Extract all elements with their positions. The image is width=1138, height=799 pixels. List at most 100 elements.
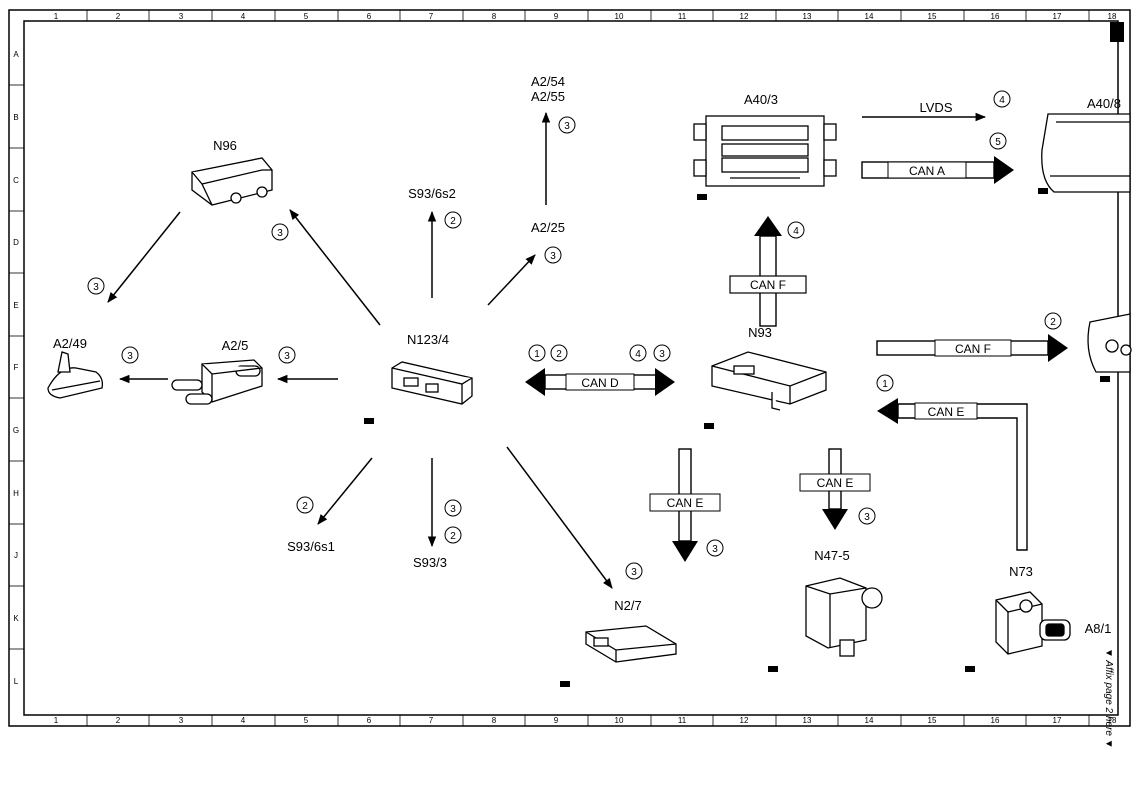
svg-text:3: 3 <box>712 544 718 555</box>
instrument-cluster-icon <box>1087 313 1132 373</box>
svg-text:12: 12 <box>740 716 749 725</box>
svg-text:D: D <box>13 238 19 247</box>
column-labels: 1 2 3 4 5 6 7 8 9 10 11 12 13 14 15 16 1… <box>54 12 1117 725</box>
svg-text:12: 12 <box>740 12 749 21</box>
svg-text:3: 3 <box>284 351 290 362</box>
svg-text:3: 3 <box>550 251 556 262</box>
label-a2-25: A2/25 <box>531 220 565 235</box>
svg-text:16: 16 <box>991 716 1000 725</box>
svg-text:13: 13 <box>803 716 812 725</box>
label-a8-1: A8/1 <box>1085 621 1112 636</box>
svg-text:3: 3 <box>93 282 99 293</box>
svg-text:1: 1 <box>54 716 59 725</box>
svg-text:G: G <box>13 426 19 435</box>
circled-markers <box>87 90 1062 580</box>
svg-text:15: 15 <box>928 12 937 21</box>
svg-text:11: 11 <box>678 12 687 21</box>
svg-text:13: 13 <box>803 12 812 21</box>
bus-label-can-f-vertical: CAN F <box>750 278 786 292</box>
label-a2-55: A2/55 <box>531 89 565 104</box>
arrow-n123-to-a2-25 <box>487 254 536 306</box>
svg-text:2: 2 <box>556 349 562 360</box>
svg-text:8: 8 <box>492 716 497 725</box>
bus-can-e-down-b: CAN E <box>799 448 871 530</box>
svg-text:18: 18 <box>1108 12 1117 21</box>
n73-ignition-icon <box>995 591 1043 655</box>
bus-label-can-e-a: CAN E <box>667 496 704 510</box>
label-n96: N96 <box>213 138 237 153</box>
row-labels: A B C D E F G H J K L <box>13 50 19 686</box>
svg-text:C: C <box>13 176 19 185</box>
bus-label-can-f-right: CAN F <box>955 342 991 356</box>
svg-text:17: 17 <box>1053 716 1062 725</box>
svg-text:17: 17 <box>1053 12 1062 21</box>
svg-text:K: K <box>13 614 19 623</box>
svg-text:3: 3 <box>179 12 184 21</box>
svg-text:16: 16 <box>991 12 1000 21</box>
svg-text:4: 4 <box>793 226 799 237</box>
ref-hand-icon <box>560 681 570 687</box>
svg-text:B: B <box>13 113 18 122</box>
ref-hand-icon <box>1100 376 1110 382</box>
a40-8-display-icon <box>1041 113 1131 193</box>
a2-5-splitter-icon <box>171 359 263 405</box>
a40-3-head-unit-icon <box>693 115 837 187</box>
bus-label-can-e-n73: CAN E <box>928 405 965 419</box>
arrow-n123-to-n96 <box>289 209 381 326</box>
arrow-n123-to-n2-7 <box>506 446 613 589</box>
a8-1-key-icon <box>1039 619 1071 641</box>
svg-text:2: 2 <box>1050 317 1056 328</box>
arrow-n96-to-a2-49 <box>107 211 181 303</box>
label-n73: N73 <box>1009 564 1033 579</box>
svg-text:5: 5 <box>995 137 1001 148</box>
bus-can-f-vertical: CAN F <box>729 216 807 327</box>
svg-text:5: 5 <box>304 716 309 725</box>
svg-text:4: 4 <box>635 349 641 360</box>
svg-text:1: 1 <box>534 349 540 360</box>
svg-text:18: 18 <box>1108 716 1117 725</box>
svg-text:1: 1 <box>54 12 59 21</box>
bus-can-d: CAN D <box>525 368 675 396</box>
arrow-n123-to-s93-6s1 <box>317 457 373 525</box>
svg-text:A: A <box>13 50 19 59</box>
ref-hand-icon <box>768 666 778 672</box>
svg-text:14: 14 <box>865 716 874 725</box>
svg-text:11: 11 <box>678 716 687 725</box>
bus-label-lvds: LVDS <box>920 100 953 115</box>
svg-text:3: 3 <box>631 567 637 578</box>
label-n47-5: N47-5 <box>814 548 849 563</box>
svg-text:J: J <box>14 551 18 560</box>
svg-text:7: 7 <box>429 716 434 725</box>
svg-text:6: 6 <box>367 12 372 21</box>
svg-text:14: 14 <box>865 12 874 21</box>
n123-4-module-icon <box>391 361 473 405</box>
ref-hand-icon <box>704 423 714 429</box>
n93-module-icon <box>711 351 827 411</box>
corner-tab-icon <box>1110 22 1124 42</box>
svg-text:3: 3 <box>277 228 283 239</box>
label-a2-5: A2/5 <box>222 338 249 353</box>
label-a2-49: A2/49 <box>53 336 87 351</box>
svg-text:2: 2 <box>450 531 456 542</box>
thin-arrows <box>107 111 987 589</box>
svg-text:5: 5 <box>304 12 309 21</box>
svg-text:2: 2 <box>116 12 121 21</box>
affix-note-text: ▼ Affix page 2 here ▼ <box>1103 648 1114 749</box>
svg-text:15: 15 <box>928 716 937 725</box>
label-s93-3: S93/3 <box>413 555 447 570</box>
ref-hand-icon <box>965 666 975 672</box>
label-s93-6s1: S93/6s1 <box>287 539 335 554</box>
svg-text:9: 9 <box>554 716 559 725</box>
ref-hand-icon <box>697 194 707 200</box>
svg-text:3: 3 <box>864 512 870 523</box>
n2-7-module-icon <box>585 625 677 663</box>
circled-marker-numbers: 3 2 3 3 3 3 3 4 5 4 1 2 4 3 2 1 2 3 2 3 … <box>93 95 1056 578</box>
svg-text:3: 3 <box>659 349 665 360</box>
label-a40-3: A40/3 <box>744 92 778 107</box>
svg-text:2: 2 <box>450 216 456 227</box>
n96-module-icon <box>191 157 273 206</box>
svg-text:H: H <box>13 489 19 498</box>
label-n93: N93 <box>748 325 772 340</box>
label-n2-7: N2/7 <box>614 598 641 613</box>
